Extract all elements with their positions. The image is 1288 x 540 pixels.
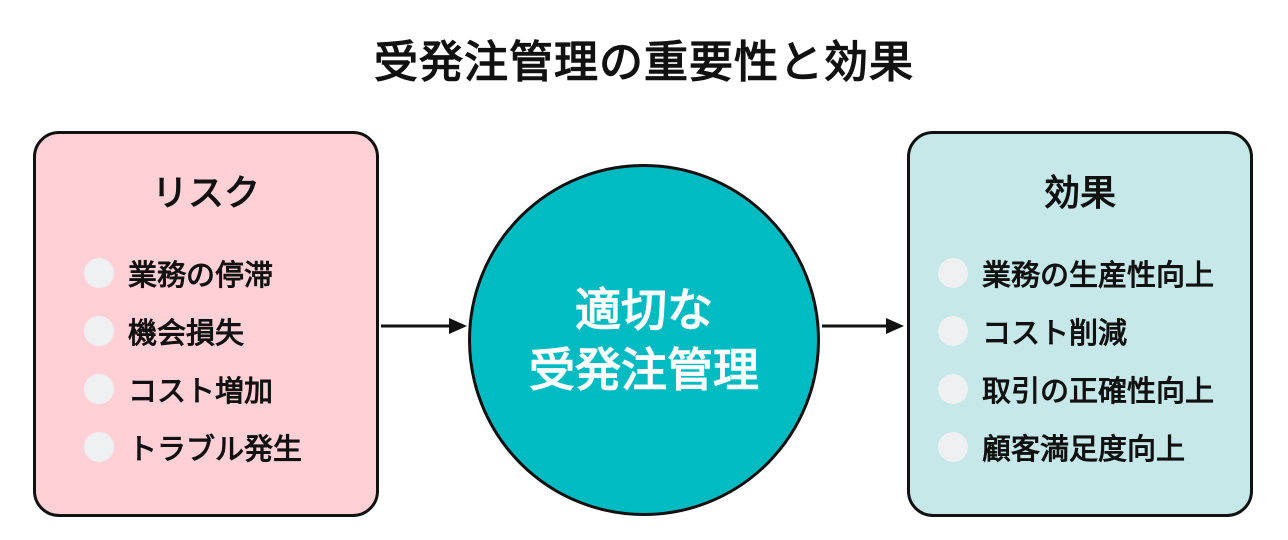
effect-item: コスト削減 — [938, 302, 1214, 360]
risk-item-label: 業務の停滞 — [128, 258, 274, 292]
effect-heading: 効果 — [1043, 173, 1116, 214]
effect-item-label: 業務の生産性向上 — [982, 258, 1215, 292]
effect-item: 顧客満足度向上 — [938, 418, 1214, 476]
effect-item: 業務の生産性向上 — [938, 244, 1214, 302]
risk-item-label: 機会損失 — [128, 316, 245, 350]
effect-item-label: 顧客満足度向上 — [982, 432, 1186, 466]
bullet-icon — [84, 374, 114, 404]
risk-item-label: コスト増加 — [128, 374, 274, 408]
effect-box: 効果 業務の生産性向上 コスト削減 取引の正確性向上 顧客満足度向上 — [907, 131, 1253, 517]
risk-item: 機会損失 — [84, 302, 302, 360]
diagram-title: 受発注管理の重要性と効果 — [374, 37, 914, 88]
risk-item: 業務の停滞 — [84, 244, 302, 302]
risk-item: コスト増加 — [84, 360, 302, 418]
center-label-line1: 適切な — [575, 283, 713, 337]
bullet-icon — [938, 432, 968, 462]
arrow-right-icon — [381, 318, 467, 334]
effect-list: 業務の生産性向上 コスト削減 取引の正確性向上 顧客満足度向上 — [938, 244, 1214, 476]
center-circle: 適切な 受発注管理 — [468, 164, 820, 516]
risk-box: リスク 業務の停滞 機会損失 コスト増加 トラブル発生 — [33, 131, 379, 517]
effect-item: 取引の正確性向上 — [938, 360, 1214, 418]
effect-item-label: 取引の正確性向上 — [982, 374, 1215, 408]
risk-item: トラブル発生 — [84, 418, 302, 476]
bullet-icon — [84, 258, 114, 288]
risk-heading: リスク — [151, 173, 260, 214]
effect-item-label: コスト削減 — [982, 316, 1128, 350]
risk-item-label: トラブル発生 — [128, 432, 303, 466]
bullet-icon — [938, 374, 968, 404]
arrow-right-icon — [822, 318, 904, 334]
bullet-icon — [938, 316, 968, 346]
center-label-line2: 受発注管理 — [529, 343, 759, 397]
bullet-icon — [938, 258, 968, 288]
risk-list: 業務の停滞 機会損失 コスト増加 トラブル発生 — [84, 244, 302, 476]
bullet-icon — [84, 316, 114, 346]
bullet-icon — [84, 432, 114, 462]
